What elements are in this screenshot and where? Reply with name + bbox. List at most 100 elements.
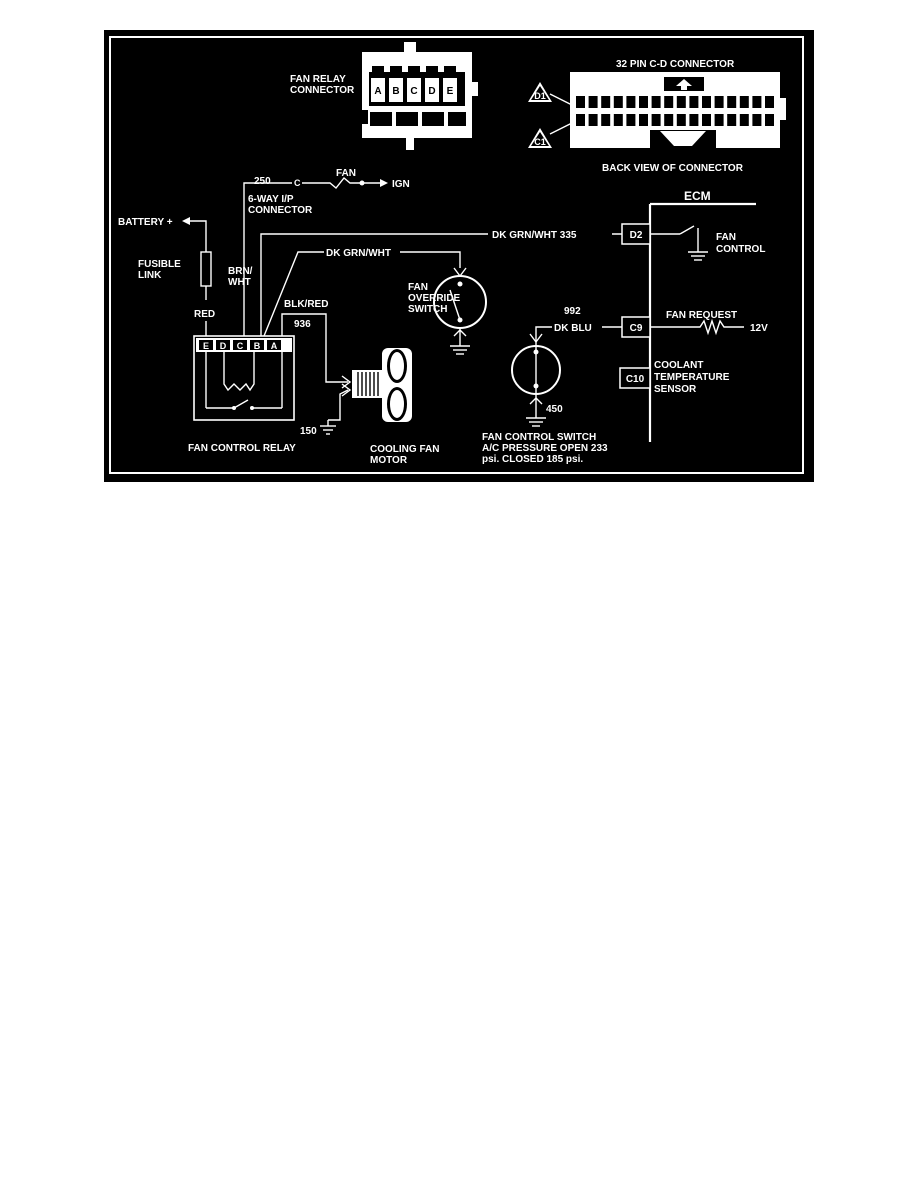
- d1-callout-label: D1: [534, 91, 546, 101]
- wire-250: [243, 182, 292, 244]
- cd-connector-pin: [664, 96, 674, 108]
- cd-connector-caption: BACK VIEW OF CONNECTOR: [602, 163, 744, 174]
- override-switch-label-1: FAN: [408, 282, 428, 293]
- relay-pin-a: A: [271, 341, 278, 351]
- fan-relay-connector-label-2: CONNECTOR: [290, 85, 355, 96]
- relay-connector-pin-a: A: [374, 86, 381, 97]
- cd-connector-pin: [664, 114, 674, 126]
- wire-936-label: 936: [294, 319, 311, 330]
- red-wire-label: RED: [194, 309, 215, 320]
- relay-pin-b: B: [254, 341, 261, 351]
- cd-connector-pin: [613, 96, 623, 108]
- cd-connector-pin: [689, 96, 699, 108]
- ign-node: [359, 180, 365, 186]
- wire-250-label: 250: [254, 176, 271, 187]
- c1-callout-label: C1: [534, 137, 546, 147]
- battery-label: BATTERY +: [118, 217, 173, 228]
- fan-relay-connector: A B C D E: [362, 42, 478, 150]
- brn-wht-label-1: BRN/: [228, 266, 253, 277]
- brn-wht-label-2: WHT: [228, 277, 251, 288]
- fan-control-switch-label-2: A/C PRESSURE OPEN 233: [482, 443, 608, 454]
- cd-connector-pin: [613, 114, 623, 126]
- cd-connector-pin: [676, 96, 686, 108]
- cd-connector-pin: [727, 114, 737, 126]
- cd-connector-pin: [588, 96, 598, 108]
- cd-connector-pin: [639, 114, 648, 126]
- cooling-fan-motor: [352, 348, 412, 422]
- battery-wire: [190, 220, 207, 252]
- wire-150-label: 150: [300, 426, 317, 437]
- wire-992-label: 992: [564, 306, 581, 317]
- cd-connector-pin: [626, 114, 636, 126]
- diagram-frame: [109, 36, 804, 474]
- relay-pin-e: E: [203, 341, 209, 351]
- cd-connector-pin: [601, 114, 611, 126]
- fan-fuse-label: FAN: [336, 168, 356, 179]
- cd-connector-pin: [752, 96, 762, 108]
- cooling-fan-motor-label-2: MOTOR: [370, 455, 408, 466]
- cd-connector-pin: [651, 114, 661, 126]
- cd-connector-pin: [727, 96, 737, 108]
- cd-connector-pin: [689, 114, 699, 126]
- cd-connector-pin: [626, 96, 636, 108]
- terminal-d2-label: D2: [630, 230, 643, 241]
- relay-pin-c: C: [237, 341, 244, 351]
- cd-connector-pin: [588, 114, 598, 126]
- ign-label: IGN: [392, 179, 410, 190]
- cd-connector-pin: [752, 114, 762, 126]
- fan-control-relay-label: FAN CONTROL RELAY: [188, 443, 296, 454]
- d1-callout: D1: [528, 82, 575, 107]
- dk-blu-label: DK BLU: [554, 323, 592, 334]
- cd-connector-pin: [576, 114, 585, 126]
- fusible-link: [200, 251, 212, 287]
- relay-connector-pin-b: B: [392, 86, 399, 97]
- cd-connector: [570, 72, 786, 154]
- ecm-title: ECM: [684, 189, 711, 203]
- override-switch-label-3: SWITCH: [408, 304, 447, 315]
- cd-connector-pin: [765, 114, 774, 126]
- terminal-c9-label: C9: [630, 323, 643, 334]
- fusible-link-label-1: FUSIBLE: [138, 259, 181, 270]
- fan-control-label-2: CONTROL: [716, 244, 765, 255]
- wiring-diagram: A B C D E FAN RELAY CONNECTOR 32 PIN C-D…: [109, 36, 804, 474]
- blk-red-label: BLK/RED: [284, 299, 328, 310]
- ground-150-icon: [320, 420, 336, 435]
- relay-connector-pin-e: E: [447, 86, 454, 97]
- fan-control-switch-label-1: FAN CONTROL SWITCH: [482, 432, 596, 443]
- wiring-diagram-panel: A B C D E FAN RELAY CONNECTOR 32 PIN C-D…: [104, 30, 814, 482]
- cd-connector-pin: [714, 114, 724, 126]
- v12-label: 12V: [750, 323, 768, 334]
- dk-grn-wht-label: DK GRN/WHT: [326, 248, 391, 259]
- fan-request-label: FAN REQUEST: [666, 310, 737, 321]
- cd-connector-pin: [702, 114, 711, 126]
- fan-control-switch-label-3: psi. CLOSED 185 psi.: [482, 454, 583, 465]
- fusible-link-label-2: LINK: [138, 270, 162, 281]
- cd-connector-pin: [576, 96, 585, 108]
- battery-arrow: [182, 217, 190, 225]
- cd-connector-pin: [651, 96, 661, 108]
- fan-fuse: [302, 177, 360, 189]
- cd-connector-pin: [739, 114, 749, 126]
- dk-grn-wht-335-label: DK GRN/WHT 335: [492, 230, 577, 241]
- fan-control-label-1: FAN: [716, 232, 736, 243]
- coolant-label-3: SENSOR: [654, 384, 697, 395]
- override-switch-label-2: OVERRIDE: [408, 293, 461, 304]
- cd-connector-pin: [714, 96, 724, 108]
- ip-connector-label-2: CONNECTOR: [248, 205, 313, 216]
- cd-connector-pin: [639, 96, 648, 108]
- cd-connector-pin: [676, 114, 686, 126]
- cd-connector-pin: [702, 96, 711, 108]
- terminal-c10-label: C10: [626, 374, 645, 385]
- relay-connector-pin-c: C: [410, 86, 417, 97]
- cd-connector-pin: [765, 96, 774, 108]
- ign-arrow: [380, 179, 388, 187]
- coolant-label-1: COOLANT: [654, 360, 703, 371]
- ip-connector-label-1: 6-WAY I/P: [248, 194, 294, 205]
- wire-450-label: 450: [546, 404, 563, 415]
- fan-override-switch: [433, 267, 487, 355]
- fan-control-pressure-switch: [511, 333, 561, 427]
- fan-request-resistor: [650, 318, 744, 336]
- wire-250-connector: C: [294, 178, 301, 188]
- cd-connector-title: 32 PIN C-D CONNECTOR: [616, 59, 735, 70]
- fan-relay-connector-label-1: FAN RELAY: [290, 74, 346, 85]
